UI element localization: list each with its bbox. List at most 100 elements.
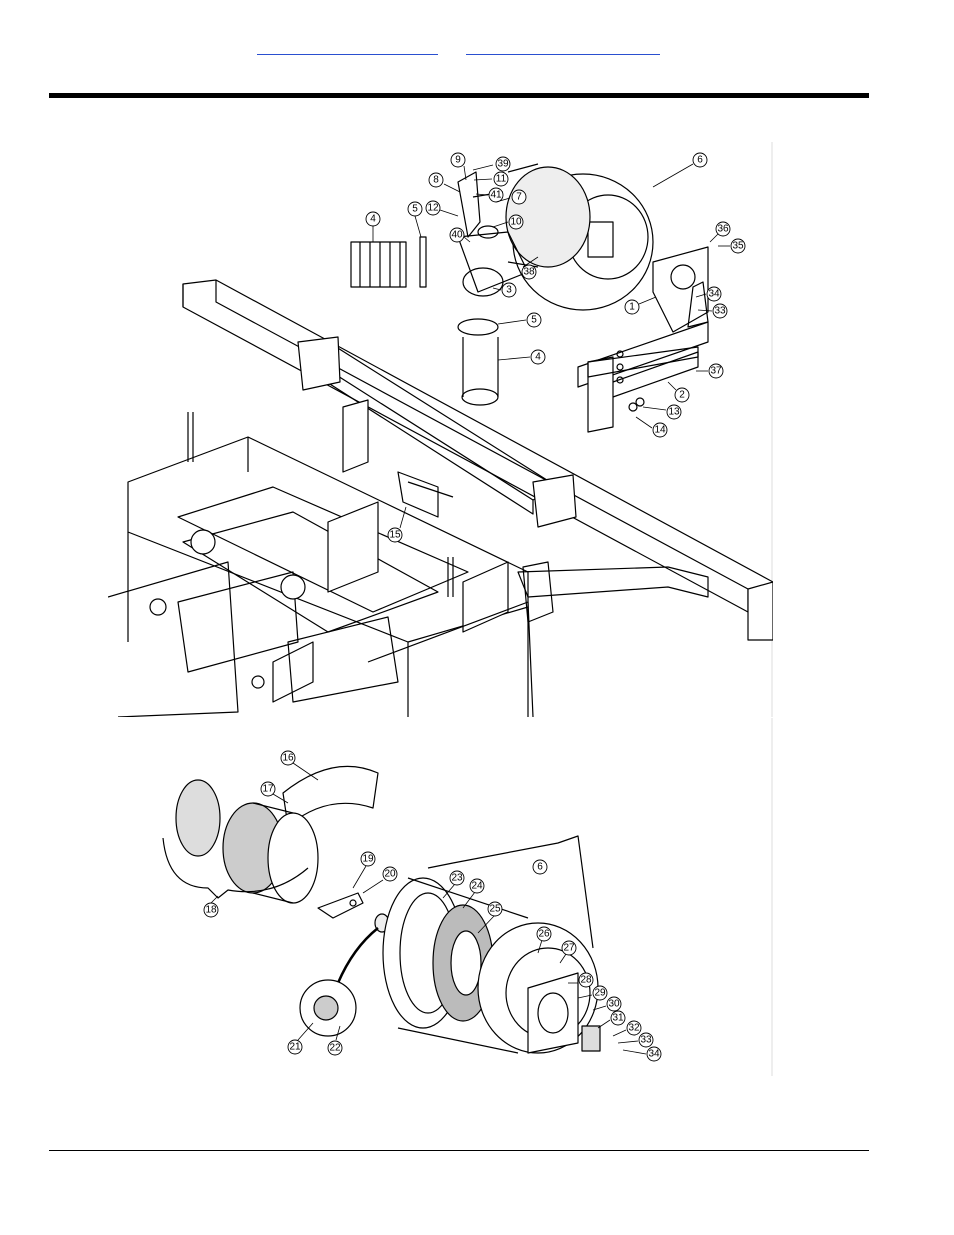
svg-text:7: 7 bbox=[516, 192, 522, 203]
svg-text:13: 13 bbox=[668, 407, 680, 418]
svg-text:26: 26 bbox=[538, 929, 550, 940]
callout-29: 29 bbox=[577, 985, 608, 1001]
svg-text:38: 38 bbox=[523, 267, 535, 278]
callout-1: 1 bbox=[624, 296, 657, 315]
callout-25: 25 bbox=[477, 901, 503, 934]
callout-30: 30 bbox=[592, 996, 622, 1012]
svg-text:4: 4 bbox=[535, 352, 541, 363]
callout-38: 38 bbox=[521, 256, 539, 280]
blower-exploded-figure: 16 17 18 19 20 23 24 6 25 26 27 28 29 30… bbox=[108, 718, 773, 1076]
callout-6b: 6 bbox=[532, 859, 548, 875]
svg-text:23: 23 bbox=[451, 873, 463, 884]
svg-text:41: 41 bbox=[490, 190, 502, 201]
svg-text:15: 15 bbox=[389, 530, 401, 541]
blower-exploded-drawing: 16 17 18 19 20 23 24 6 25 26 27 28 29 30… bbox=[108, 718, 773, 1076]
callout-39: 39 bbox=[472, 156, 511, 172]
header-link-right[interactable] bbox=[466, 44, 660, 55]
callout-26: 26 bbox=[536, 926, 552, 954]
callout-4a: 4 bbox=[365, 211, 381, 242]
callout-7: 7 bbox=[495, 189, 527, 205]
callout-13: 13 bbox=[642, 404, 682, 420]
svg-text:29: 29 bbox=[594, 988, 606, 999]
callout-2: 2 bbox=[667, 381, 690, 403]
callout-9: 9 bbox=[450, 152, 467, 181]
svg-text:2: 2 bbox=[679, 390, 685, 401]
svg-text:5: 5 bbox=[412, 204, 418, 215]
callout-20: 20 bbox=[362, 866, 398, 894]
svg-text:39: 39 bbox=[497, 159, 509, 170]
callout-6: 6 bbox=[652, 152, 708, 188]
callout-5b: 5 bbox=[497, 312, 542, 328]
svg-text:31: 31 bbox=[612, 1013, 624, 1024]
svg-text:33: 33 bbox=[640, 1035, 652, 1046]
svg-text:18: 18 bbox=[205, 905, 217, 916]
svg-text:33: 33 bbox=[714, 306, 726, 317]
callout-21: 21 bbox=[287, 1022, 314, 1055]
svg-text:16: 16 bbox=[282, 753, 294, 764]
header-rule bbox=[49, 93, 869, 98]
svg-text:1: 1 bbox=[629, 302, 635, 313]
svg-text:25: 25 bbox=[489, 904, 501, 915]
callout-28: 28 bbox=[568, 972, 594, 988]
callout-4b: 4 bbox=[497, 349, 546, 365]
svg-text:28: 28 bbox=[580, 975, 592, 986]
callout-15: 15 bbox=[387, 506, 407, 543]
callout-24: 24 bbox=[462, 878, 485, 909]
svg-text:11: 11 bbox=[496, 174, 507, 185]
callout-40: 40 bbox=[449, 227, 471, 243]
svg-text:34: 34 bbox=[708, 289, 720, 300]
svg-text:27: 27 bbox=[563, 943, 575, 954]
svg-text:40: 40 bbox=[451, 230, 463, 241]
callout-33b: 33 bbox=[617, 1032, 654, 1048]
callout-36: 36 bbox=[709, 221, 731, 243]
callouts-top: 9 39 11 8 41 7 12 10 40 6 38 36 35 4 5 3… bbox=[365, 152, 746, 543]
svg-text:37: 37 bbox=[710, 366, 722, 377]
callout-8: 8 bbox=[428, 172, 461, 193]
frame-assembly-drawing: 9 39 11 8 41 7 12 10 40 6 38 36 35 4 5 3… bbox=[108, 142, 773, 717]
svg-text:5: 5 bbox=[531, 315, 537, 326]
callout-32: 32 bbox=[612, 1020, 642, 1037]
svg-text:24: 24 bbox=[471, 881, 483, 892]
callout-27: 27 bbox=[559, 940, 577, 964]
callout-16: 16 bbox=[280, 750, 319, 781]
callouts-bottom: 16 17 18 19 20 23 24 6 25 26 27 28 29 30… bbox=[203, 750, 662, 1062]
callout-31: 31 bbox=[597, 1010, 626, 1029]
frame-assembly-figure: 9 39 11 8 41 7 12 10 40 6 38 36 35 4 5 3… bbox=[108, 142, 773, 717]
callout-19: 19 bbox=[352, 851, 376, 889]
callout-35: 35 bbox=[718, 238, 746, 254]
callout-11: 11 bbox=[473, 171, 509, 187]
svg-text:34: 34 bbox=[648, 1049, 660, 1060]
svg-text:22: 22 bbox=[329, 1043, 341, 1054]
svg-text:12: 12 bbox=[427, 203, 439, 214]
callout-3: 3 bbox=[492, 282, 517, 298]
callout-5a: 5 bbox=[407, 201, 423, 238]
callout-34b: 34 bbox=[622, 1046, 662, 1062]
svg-text:35: 35 bbox=[732, 241, 744, 252]
svg-text:36: 36 bbox=[717, 224, 729, 235]
svg-text:6: 6 bbox=[697, 155, 703, 166]
svg-text:6: 6 bbox=[537, 862, 543, 873]
callout-34a: 34 bbox=[695, 286, 722, 302]
svg-text:19: 19 bbox=[362, 854, 374, 865]
svg-text:4: 4 bbox=[370, 214, 376, 225]
svg-text:9: 9 bbox=[455, 155, 461, 166]
svg-text:21: 21 bbox=[289, 1042, 301, 1053]
callout-14: 14 bbox=[635, 416, 668, 438]
svg-text:17: 17 bbox=[262, 784, 274, 795]
callout-18: 18 bbox=[203, 895, 219, 918]
svg-text:8: 8 bbox=[433, 175, 439, 186]
header-link-left[interactable] bbox=[257, 44, 438, 55]
callout-22: 22 bbox=[327, 1025, 343, 1056]
callout-10: 10 bbox=[492, 214, 524, 230]
callout-33a: 33 bbox=[697, 303, 728, 319]
callout-12: 12 bbox=[425, 200, 459, 217]
footer-rule bbox=[49, 1150, 869, 1151]
svg-text:10: 10 bbox=[510, 217, 522, 228]
svg-text:30: 30 bbox=[608, 999, 620, 1010]
svg-text:32: 32 bbox=[628, 1023, 640, 1034]
callout-23: 23 bbox=[442, 870, 465, 899]
svg-text:14: 14 bbox=[654, 425, 666, 436]
callout-17: 17 bbox=[260, 781, 289, 804]
svg-text:3: 3 bbox=[506, 285, 512, 296]
svg-text:20: 20 bbox=[384, 869, 396, 880]
